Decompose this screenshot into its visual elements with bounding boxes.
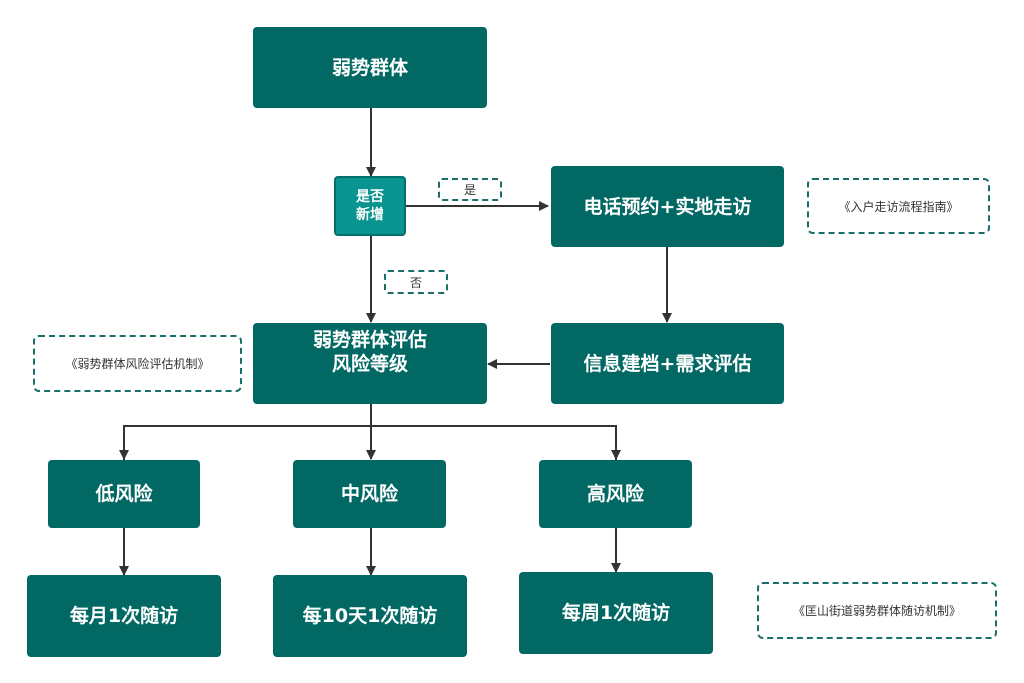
- node-high-risk[interactable]: 高风险: [539, 460, 692, 528]
- note-assessment-mechanism-text: 《弱势群体风险评估机制》: [65, 357, 210, 371]
- node-vulnerable-groups[interactable]: 弱势群体: [253, 27, 487, 108]
- note-followup-mechanism: 《匡山街道弱势群体随访机制》: [757, 582, 997, 639]
- node-mid-risk-label: 中风险: [340, 483, 398, 505]
- node-vulnerable-groups-label: 弱势群体: [331, 56, 408, 79]
- node-archive-and-needs[interactable]: 信息建档+需求评估: [551, 323, 784, 404]
- decision-is-new[interactable]: 是否 新增: [334, 176, 406, 236]
- edge-label-no-text: 否: [409, 275, 422, 290]
- node-mid-risk[interactable]: 中风险: [293, 460, 446, 528]
- node-low-frequency[interactable]: 每月1次随访: [27, 575, 221, 657]
- note-visit-guide: 《入户走访流程指南》: [807, 178, 990, 234]
- note-followup-mechanism-text: 《匡山街道弱势群体随访机制》: [792, 604, 961, 618]
- node-mid-frequency-label: 每10天1次随访: [302, 605, 438, 627]
- node-risk-assessment[interactable]: 弱势群体评估 风险等级: [253, 323, 487, 404]
- node-risk-assessment-line2: 风险等级: [331, 353, 408, 375]
- edge-label-yes: 是: [438, 178, 502, 201]
- node-high-frequency-label: 每周1次随访: [561, 602, 671, 624]
- node-mid-frequency[interactable]: 每10天1次随访: [273, 575, 467, 657]
- node-archive-and-needs-label: 信息建档+需求评估: [583, 352, 752, 375]
- node-phone-and-visit[interactable]: 电话预约+实地走访: [551, 166, 784, 247]
- note-assessment-mechanism: 《弱势群体风险评估机制》: [33, 335, 242, 392]
- decision-is-new-label: 是否 新增: [356, 189, 384, 223]
- note-visit-guide-text: 《入户走访流程指南》: [838, 199, 959, 214]
- node-risk-assessment-line1: 弱势群体评估: [312, 329, 427, 351]
- edge-label-yes-text: 是: [463, 183, 476, 197]
- node-low-frequency-label: 每月1次随访: [69, 605, 179, 627]
- node-phone-and-visit-label: 电话预约+实地走访: [583, 195, 752, 218]
- node-low-risk[interactable]: 低风险: [48, 460, 200, 528]
- edge-label-no: 否: [384, 270, 448, 294]
- node-high-risk-label: 高风险: [586, 483, 644, 505]
- node-low-risk-label: 低风险: [95, 483, 153, 505]
- node-high-frequency[interactable]: 每周1次随访: [519, 572, 713, 654]
